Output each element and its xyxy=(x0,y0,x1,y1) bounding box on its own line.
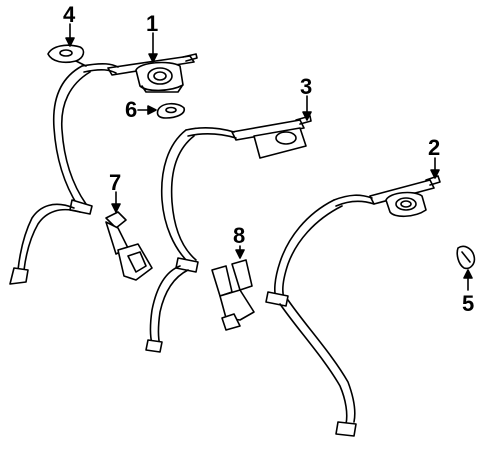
belt-b xyxy=(145,127,237,353)
callout-6: 6 xyxy=(125,97,138,122)
belt-c xyxy=(265,194,375,437)
part-4-anchor-bracket xyxy=(47,44,87,67)
callout-8: 8 xyxy=(233,223,246,248)
part-2-retractor xyxy=(369,175,441,218)
part-7-buckle xyxy=(105,211,153,281)
part-8-twin-buckle xyxy=(211,259,255,331)
callout-4: 4 xyxy=(63,2,76,27)
part-6-guide xyxy=(156,102,186,119)
callout-7: 7 xyxy=(109,170,122,195)
callout-5: 5 xyxy=(462,291,475,316)
leader-lines xyxy=(65,23,473,291)
part-3-retractor xyxy=(231,115,312,159)
part-1-retractor xyxy=(107,53,198,93)
callout-3: 3 xyxy=(300,74,313,99)
callout-1: 1 xyxy=(146,11,159,36)
belt-a xyxy=(9,62,119,285)
callout-2: 2 xyxy=(428,135,441,160)
part-5-cover xyxy=(456,245,476,270)
